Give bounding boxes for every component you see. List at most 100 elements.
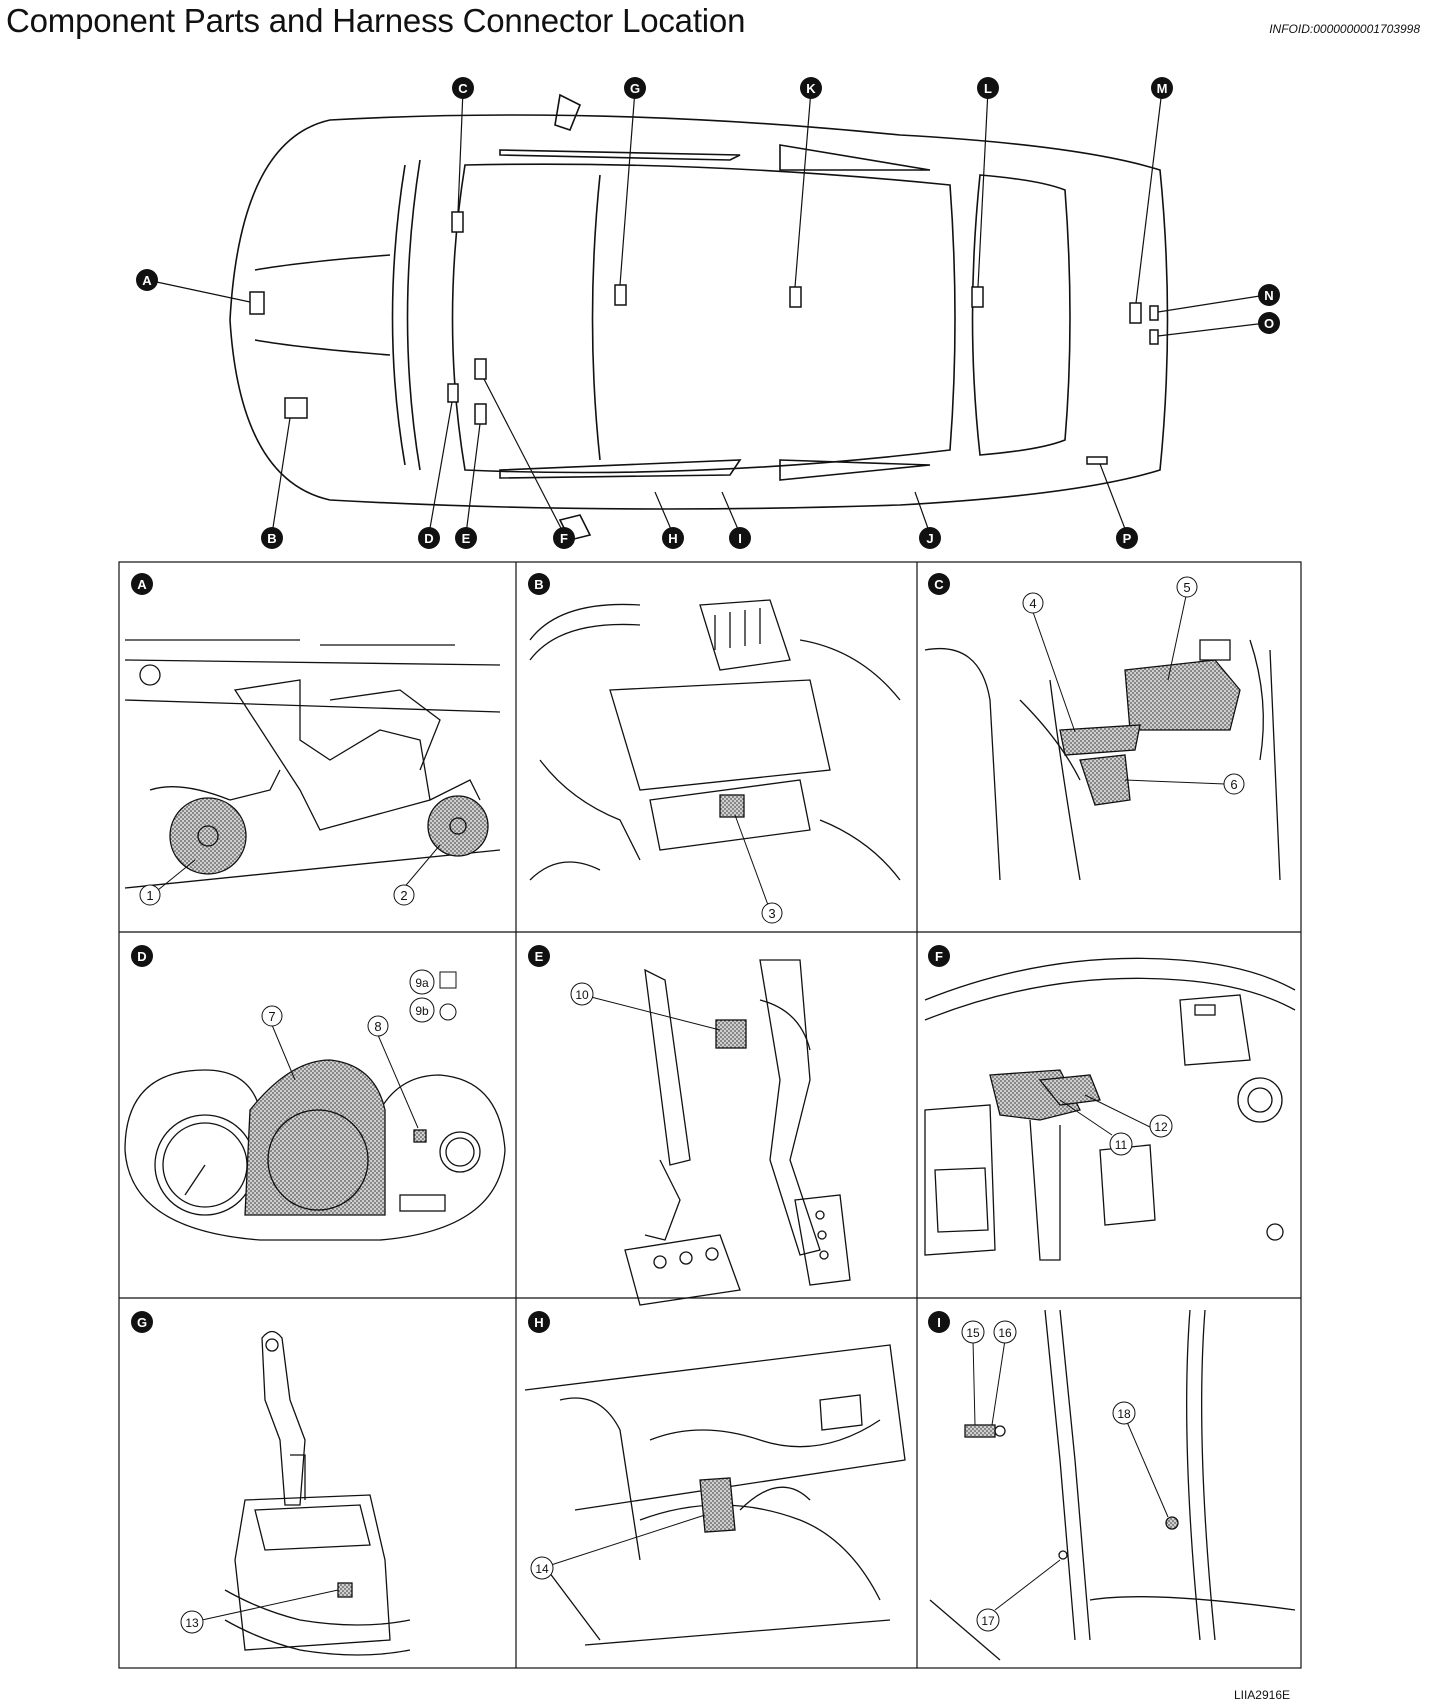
callout-A: A xyxy=(136,269,158,291)
panel-letter-H: H xyxy=(528,1311,550,1333)
callout-J: J xyxy=(919,527,941,549)
panel-A-illustration xyxy=(124,639,501,889)
svg-text:G: G xyxy=(137,1315,147,1330)
svg-text:H: H xyxy=(534,1315,543,1330)
svg-text:4: 4 xyxy=(1029,596,1036,611)
svg-text:12: 12 xyxy=(1154,1120,1168,1134)
part-label-11: 11 xyxy=(1109,1132,1133,1156)
svg-text:B: B xyxy=(267,531,276,546)
callout-P: P xyxy=(1116,527,1138,549)
panel-letter-B: B xyxy=(528,573,550,595)
svg-text:L: L xyxy=(984,81,992,96)
connector-O xyxy=(1149,329,1159,345)
svg-text:O: O xyxy=(1264,316,1274,331)
panel-F-labels: 11 12 xyxy=(1059,1094,1173,1156)
svg-text:E: E xyxy=(535,949,544,964)
panel-C-illustration xyxy=(924,639,1281,881)
panel-E-labels: 10 xyxy=(570,982,721,1031)
svg-text:E: E xyxy=(462,531,471,546)
svg-text:13: 13 xyxy=(185,1616,199,1630)
callout-B: B xyxy=(261,527,283,549)
svg-text:A: A xyxy=(142,273,152,288)
svg-text:P: P xyxy=(1123,531,1132,546)
part-label-4: 4 xyxy=(1022,592,1044,614)
part-label-14: 14 xyxy=(530,1556,554,1580)
panel-F-illustration xyxy=(924,957,1296,1261)
callout-E: E xyxy=(455,527,477,549)
panel-C-labels: 4 5 6 xyxy=(1022,576,1245,795)
part-label-9b: 9b xyxy=(409,997,435,1023)
panel-H-labels: 14 xyxy=(530,1514,706,1580)
panel-grid xyxy=(118,561,1302,1669)
svg-text:17: 17 xyxy=(981,1614,995,1628)
svg-text:3: 3 xyxy=(768,906,775,921)
svg-text:K: K xyxy=(806,81,816,96)
panel-D-illustration xyxy=(124,1059,506,1241)
svg-text:9b: 9b xyxy=(415,1004,429,1018)
connector-M xyxy=(1129,302,1142,324)
panel-I-labels: 15 16 17 18 xyxy=(961,1320,1169,1632)
part-label-9a: 9a xyxy=(409,969,435,995)
part-label-2: 2 xyxy=(393,884,415,906)
svg-text:J: J xyxy=(926,531,933,546)
svg-text:F: F xyxy=(935,949,943,964)
connector-N xyxy=(1149,305,1159,321)
panel-letter-D: D xyxy=(131,945,153,967)
part-label-5: 5 xyxy=(1176,576,1198,598)
connector-B xyxy=(284,397,308,419)
panel-letter-F: F xyxy=(928,945,950,967)
car-connectors xyxy=(249,211,1159,465)
panel-I-illustration xyxy=(929,1309,1296,1661)
svg-text:A: A xyxy=(137,577,147,592)
svg-text:11: 11 xyxy=(1115,1138,1128,1152)
part-label-15: 15 xyxy=(961,1320,985,1344)
svg-text:7: 7 xyxy=(268,1009,275,1024)
tire-pressure-lamp-icon xyxy=(439,1003,457,1021)
svg-text:9a: 9a xyxy=(415,976,429,990)
callout-C: C xyxy=(452,77,474,99)
callout-H: H xyxy=(662,527,684,549)
part-label-13: 13 xyxy=(180,1610,204,1634)
page-title: Component Parts and Harness Connector Lo… xyxy=(6,2,746,39)
panel-D-labels: 7 8 9a 9b xyxy=(261,969,457,1129)
part-label-8: 8 xyxy=(367,1015,389,1037)
part-label-1: 1 xyxy=(139,884,161,906)
svg-text:D: D xyxy=(424,531,433,546)
panel-letter-A: A xyxy=(131,573,153,595)
panel-G-labels: 13 xyxy=(180,1589,339,1634)
connector-G xyxy=(614,284,627,306)
callout-N: N xyxy=(1258,284,1280,306)
panel-A-labels: 1 2 xyxy=(139,844,441,906)
panel-letter-G: G xyxy=(131,1311,153,1333)
svg-text:D: D xyxy=(137,949,146,964)
svg-text:18: 18 xyxy=(1117,1407,1131,1421)
callout-L: L xyxy=(977,77,999,99)
part-label-7: 7 xyxy=(261,1005,283,1027)
svg-text:15: 15 xyxy=(966,1326,980,1340)
svg-text:I: I xyxy=(738,531,742,546)
car-leaders xyxy=(151,89,1267,535)
svg-text:C: C xyxy=(458,81,468,96)
svg-text:10: 10 xyxy=(575,988,589,1002)
part-label-16: 16 xyxy=(993,1320,1017,1344)
connector-F xyxy=(474,358,487,380)
part-label-10: 10 xyxy=(570,982,594,1006)
part-label-18: 18 xyxy=(1112,1401,1136,1425)
callout-O: O xyxy=(1258,312,1280,334)
svg-text:G: G xyxy=(630,81,640,96)
callout-M: M xyxy=(1151,77,1173,99)
svg-text:B: B xyxy=(534,577,543,592)
svg-text:N: N xyxy=(1264,288,1273,303)
panel-letter-E: E xyxy=(528,945,550,967)
callout-I: I xyxy=(729,527,751,549)
svg-text:H: H xyxy=(668,531,677,546)
connector-E xyxy=(474,403,487,425)
panel-E-illustration xyxy=(624,959,851,1306)
callout-G: G xyxy=(624,77,646,99)
panel-B-labels: 3 xyxy=(734,814,783,924)
panel-letter-C: C xyxy=(928,573,950,595)
callout-D: D xyxy=(418,527,440,549)
warning-lamp-icon xyxy=(439,971,457,989)
connector-C xyxy=(451,211,464,233)
